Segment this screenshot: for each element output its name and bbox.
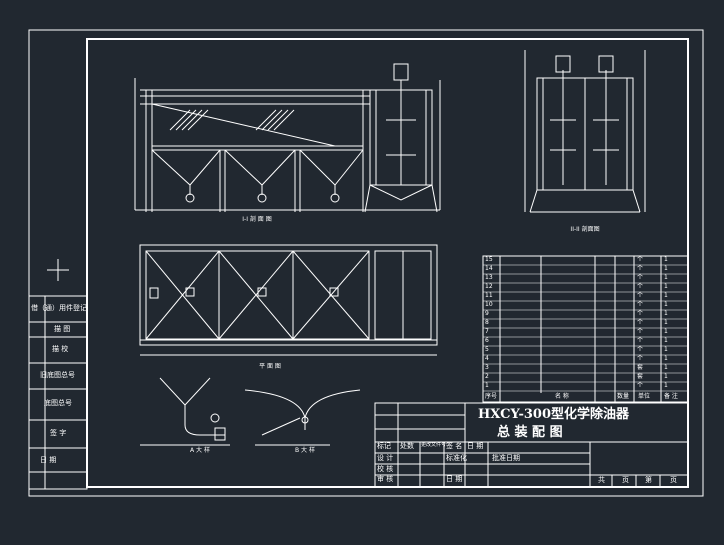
bom-cell: 1 <box>664 292 668 299</box>
bom-grid <box>482 255 689 403</box>
bom-header-qty: 数量 <box>617 393 630 400</box>
bom-cell: 7 <box>485 328 489 335</box>
bom-cell: 1 <box>664 373 668 380</box>
bom-cell: 个 <box>637 328 644 335</box>
bom-cell: 9 <box>485 310 489 317</box>
tb-date: 日 期 <box>467 442 484 450</box>
bom-cell: 13 <box>485 274 493 281</box>
margin-label-base: 底图总号 <box>44 399 72 407</box>
tb-craft-date: 日 期 <box>446 475 463 483</box>
tb-total: 共 <box>598 476 605 484</box>
title-block-grid <box>374 402 689 488</box>
bom-cell: 个 <box>637 301 644 308</box>
bom-cell: 1 <box>664 355 668 362</box>
left-margin-table <box>28 295 88 490</box>
bom-cell: 2 <box>485 373 489 380</box>
detail-a <box>140 377 230 446</box>
tb-count: 处数 <box>400 442 414 450</box>
tb-standard: 标准化 <box>446 454 467 462</box>
bom-cell: 1 <box>664 301 668 308</box>
margin-label-borrowed: 借（通）用件登记 <box>31 304 87 312</box>
bom-header-unit: 单位 <box>638 393 651 400</box>
plan-view <box>139 244 438 356</box>
section-view <box>524 50 646 213</box>
bom-cell: 1 <box>485 382 489 389</box>
bom-cell: 3 <box>485 364 489 371</box>
bom-cell: 6 <box>485 337 489 344</box>
tb-mark: 标记 <box>377 442 391 450</box>
tb-page2: 页 <box>670 476 677 484</box>
bom-cell: 1 <box>664 256 668 263</box>
outer-frame <box>28 29 704 497</box>
elevation-view <box>134 63 441 213</box>
bom-cell: 8 <box>485 319 489 326</box>
bom-cell: 个 <box>637 274 644 281</box>
bom-cell: 个 <box>637 319 644 326</box>
bom-cell: 个 <box>637 346 644 353</box>
bom-cell: 个 <box>637 283 644 290</box>
bom-cell: 12 <box>485 283 493 290</box>
margin-label-tracing: 描 图 <box>54 325 71 333</box>
detail-b-label: B 大 样 <box>295 446 315 454</box>
margin-label-old-base: 旧底图总号 <box>40 371 75 379</box>
bom-cell: 个 <box>637 265 644 272</box>
bom-cell: 15 <box>485 256 493 263</box>
tb-designer: 设 计 <box>377 454 394 462</box>
bom-cell: 11 <box>485 292 493 299</box>
bom-cell: 1 <box>664 337 668 344</box>
tb-change-doc: 更改文件号 <box>421 442 447 448</box>
section-view-label: II-II 剖面图 <box>570 225 599 233</box>
drawing-subtitle: 总 装 配 图 <box>497 425 563 440</box>
tb-approval: 批准日期 <box>492 454 520 462</box>
bom-header-no: 序号 <box>485 393 498 400</box>
bom-cell: 1 <box>664 319 668 326</box>
bom-cell: 1 <box>664 364 668 371</box>
bom-cell: 1 <box>664 346 668 353</box>
plan-view-label: 平 面 图 <box>259 363 281 370</box>
bom-cell: 套 <box>637 364 644 371</box>
bom-cell: 10 <box>485 301 493 308</box>
bom-cell: 个 <box>637 382 644 389</box>
bom-header-name: 名 称 <box>555 393 569 400</box>
bom-cell: 1 <box>664 310 668 317</box>
margin-label-trace-check: 描 校 <box>52 345 69 353</box>
bom-cell: 个 <box>637 256 644 263</box>
bom-cell: 5 <box>485 346 489 353</box>
bom-cell: 个 <box>637 292 644 299</box>
bom-cell: 1 <box>664 265 668 272</box>
drawing-title: HXCY-300型化学除油器 <box>478 407 629 422</box>
tb-nth: 第 <box>645 476 652 484</box>
tb-review: 审 核 <box>377 475 394 483</box>
bom-cell: 14 <box>485 265 493 272</box>
bom-cell: 个 <box>637 310 644 317</box>
bom-cell: 1 <box>664 283 668 290</box>
tb-signature: 签 名 <box>446 442 463 450</box>
bom-header-remark: 备 注 <box>664 393 678 400</box>
elevation-view-label: I-I 剖 面 图 <box>242 215 271 223</box>
bom-cell: 个 <box>637 355 644 362</box>
bom-cell: 1 <box>664 274 668 281</box>
bom-cell: 1 <box>664 382 668 389</box>
detail-a-label: A 大 样 <box>190 446 210 454</box>
crosshair-icon <box>47 259 69 281</box>
margin-label-sign: 签 字 <box>50 429 67 437</box>
tb-page1: 页 <box>622 476 629 484</box>
detail-b <box>244 389 361 446</box>
bom-cell: 套 <box>637 373 644 380</box>
bom-cell: 4 <box>485 355 489 362</box>
bom-cell: 个 <box>637 337 644 344</box>
margin-label-date: 日 期 <box>40 456 57 464</box>
tb-checker: 校 核 <box>377 465 394 473</box>
bom-cell: 1 <box>664 328 668 335</box>
